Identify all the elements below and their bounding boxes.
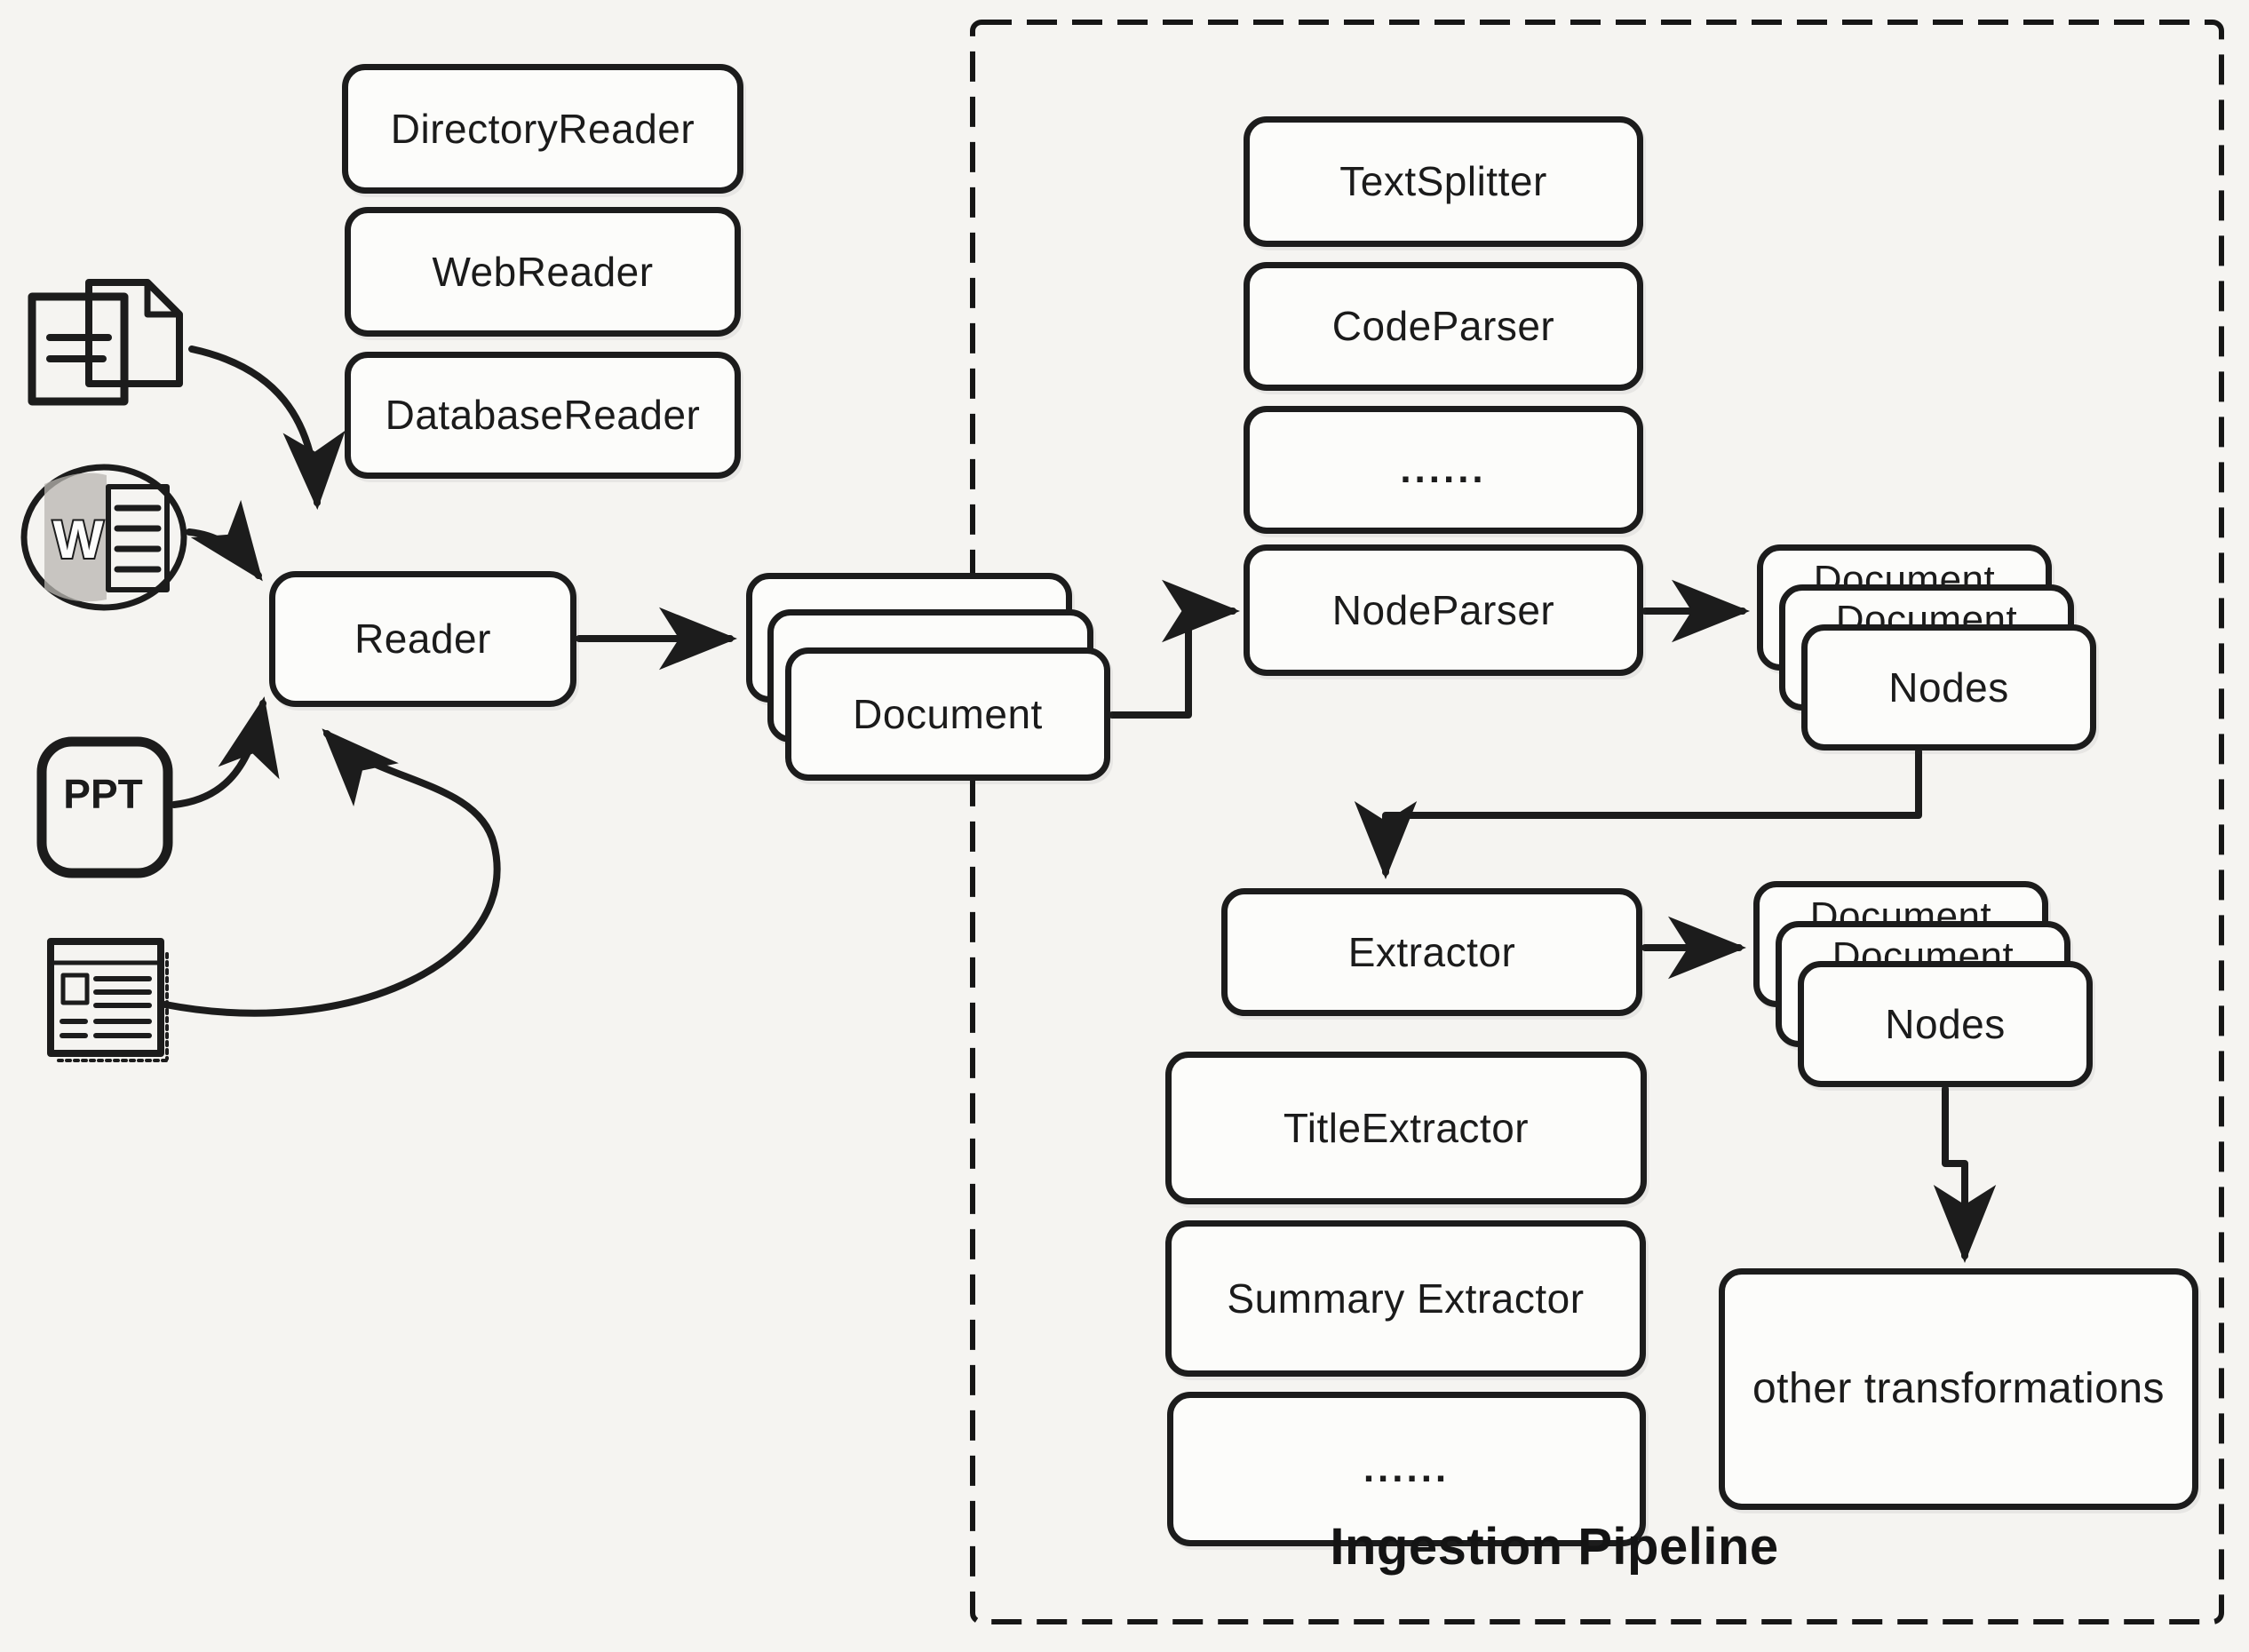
code-parser-box: CodeParser <box>1244 262 1643 391</box>
reader-box: Reader <box>269 571 576 707</box>
extractor-box: Extractor <box>1221 888 1642 1016</box>
ingestion-pipeline-text: Ingestion Pipeline <box>1330 1518 1779 1576</box>
reader-label: Reader <box>354 616 491 663</box>
nodes-box-2: Nodes <box>1798 961 2093 1087</box>
nodes-label: Nodes <box>1888 663 2009 711</box>
summary-extractor-box: Summary Extractor <box>1165 1220 1646 1377</box>
database-reader-label: DatabaseReader <box>385 392 701 439</box>
nodes-label: Nodes <box>1885 1000 2006 1047</box>
arrow-ppt-to-reader <box>171 696 280 808</box>
other-transformations-box: other transformations <box>1719 1268 2198 1510</box>
newspaper-icon <box>47 938 169 1062</box>
web-reader-box: WebReader <box>345 207 741 337</box>
arrow-document-to-nodeparser <box>1109 579 1240 719</box>
ppt-icon: PPT <box>36 736 173 878</box>
arrow-nodes-to-other <box>1933 1085 1997 1263</box>
arrow-nodes-to-extractor <box>1354 748 1922 879</box>
code-parser-label: CodeParser <box>1331 303 1555 350</box>
database-reader-box: DatabaseReader <box>345 352 741 479</box>
document-label: Document <box>853 690 1043 737</box>
word-letter: W <box>53 510 104 569</box>
documents-icon <box>28 279 183 406</box>
node-parser-box: NodeParser <box>1244 544 1643 676</box>
nodes-box-1: Nodes <box>1801 624 2096 751</box>
arrow-word-to-reader <box>186 499 263 582</box>
extractor-ellipsis-label: ...... <box>1363 1446 1450 1490</box>
text-splitter-label: TextSplitter <box>1339 158 1547 205</box>
title-extractor-label: TitleExtractor <box>1283 1104 1530 1151</box>
word-icon: W <box>20 464 187 611</box>
arrow-news-to-reader <box>162 728 501 1017</box>
ppt-label: PPT <box>63 771 142 817</box>
directory-reader-box: DirectoryReader <box>342 64 743 194</box>
document-box: Document <box>785 647 1110 781</box>
ingestion-pipeline-label: Ingestion Pipeline <box>1270 1517 1839 1577</box>
pipeline-boundary <box>970 20 2224 1624</box>
web-reader-label: WebReader <box>432 248 654 295</box>
node-parser-label: NodeParser <box>1331 586 1555 633</box>
summary-extractor-label: Summary Extractor <box>1227 1275 1585 1322</box>
parser-ellipsis-box: ...... <box>1244 406 1643 534</box>
extractor-label: Extractor <box>1347 928 1516 975</box>
extractor-ellipsis-box: ...... <box>1167 1392 1646 1546</box>
other-transformations-label: other transformations <box>1752 1365 2166 1413</box>
text-splitter-box: TextSplitter <box>1244 116 1643 247</box>
parser-ellipsis-label: ...... <box>1400 447 1487 491</box>
title-extractor-box: TitleExtractor <box>1165 1052 1647 1204</box>
arrow-documents-to-reader <box>188 345 346 510</box>
directory-reader-label: DirectoryReader <box>390 105 695 152</box>
